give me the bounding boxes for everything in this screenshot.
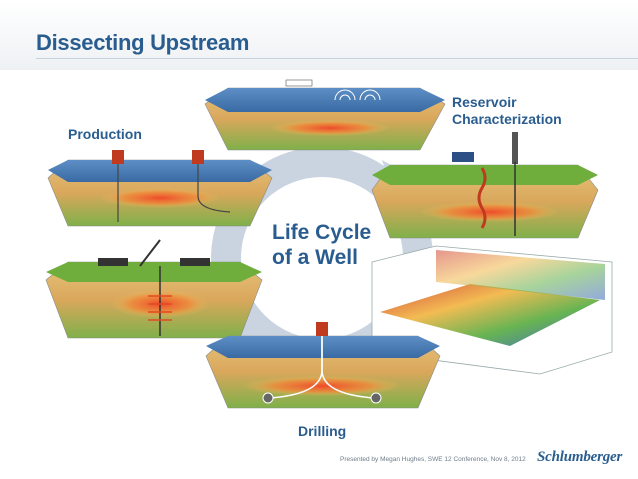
title-divider [36, 58, 638, 59]
pump-truck-icon [180, 258, 210, 266]
survey-vessel-icon [285, 79, 313, 87]
pump-truck-icon [98, 258, 128, 266]
life-cycle-line1: Life Cycle [272, 221, 372, 244]
slide-title: Dissecting Upstream [36, 30, 250, 55]
reservoir-label-line2: Characterization [452, 111, 562, 127]
drilling-rig-icon [512, 132, 518, 164]
drilling-label: Drilling [298, 423, 347, 439]
life-cycle-label: Life Cycle of a Well [272, 220, 371, 270]
production-block-offshore [47, 150, 273, 227]
drilling-platform-icon [316, 322, 328, 336]
reservoir-label-line1: Reservoir [452, 94, 517, 110]
reservoir-characterization-label: Reservoir Characterization [452, 94, 562, 128]
drilling-block [205, 322, 441, 409]
seismic-cube [371, 245, 613, 375]
exploration-block [204, 79, 446, 151]
drill-bit-icon [262, 392, 274, 404]
footer-credit: Presented by Megan Hughes, SWE 12 Confer… [340, 456, 526, 463]
schlumberger-logo: Schlumberger [537, 449, 623, 465]
reservoir-block [371, 132, 599, 239]
production-label: Production [68, 126, 142, 142]
production-block-onshore [45, 239, 263, 339]
drill-bit-icon [370, 392, 382, 404]
logging-truck-icon [452, 152, 474, 162]
offshore-platform-icon [112, 150, 124, 164]
crane-icon [139, 239, 161, 267]
offshore-platform-icon [192, 150, 204, 164]
seismic-wave-icon [334, 89, 381, 101]
life-cycle-line2: of a Well [272, 246, 358, 269]
